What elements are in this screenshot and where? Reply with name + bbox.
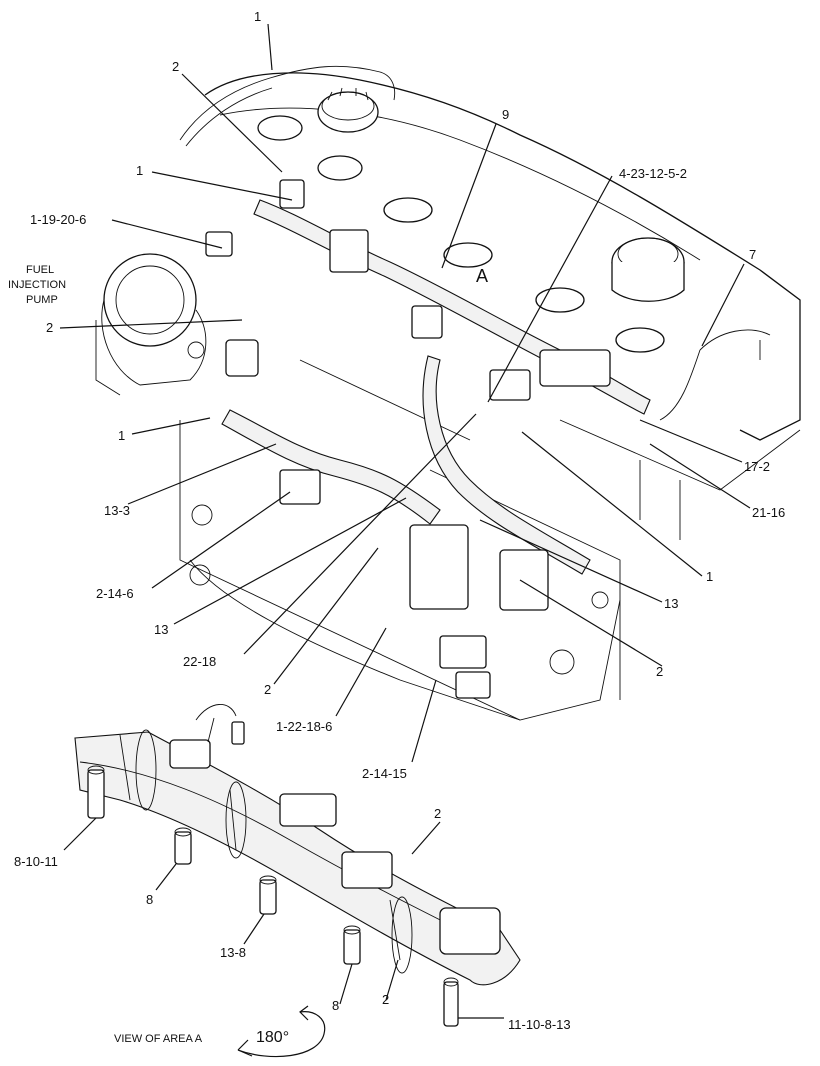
fuel-pump-label-line1: FUEL xyxy=(26,264,54,276)
callout-2-14-15: 2-14-15 xyxy=(362,766,407,781)
fuel-pump-label-line2: INJECTION xyxy=(8,279,66,291)
callout-labels: 1 2 9 1 4-23-12-5-2 1-19-20-6 7 FUEL INJ… xyxy=(8,9,785,1046)
callout-2-right: 2 xyxy=(656,664,663,679)
view-caption: VIEW OF AREA A xyxy=(114,1033,203,1045)
callout-13-8: 13-8 xyxy=(220,945,246,960)
callout-21-16: 21-16 xyxy=(752,505,785,520)
callout-13-3: 13-3 xyxy=(104,503,130,518)
leader-lines xyxy=(59,23,751,1019)
callout-13-left: 13 xyxy=(154,622,168,637)
callout-8-b: 8 xyxy=(332,998,339,1013)
callout-11-10-8-13: 11-10-8-13 xyxy=(508,1017,571,1032)
rotation-label: 180° xyxy=(256,1029,289,1046)
callout-2-left: 2 xyxy=(46,320,53,335)
fuel-pump-label-line3: PUMP xyxy=(26,294,58,306)
callout-1-top: 1 xyxy=(254,9,261,24)
callout-8-10-11: 8-10-11 xyxy=(14,854,58,869)
callout-9: 9 xyxy=(502,107,509,122)
callout-1-19-20-6: 1-19-20-6 xyxy=(30,212,86,227)
callout-7: 7 xyxy=(749,247,756,262)
callout-8-a: 8 xyxy=(146,892,153,907)
callout-22-18: 22-18 xyxy=(183,654,216,669)
callout-13-right: 13 xyxy=(664,596,678,611)
callout-2-bottom: 2 xyxy=(382,992,389,1007)
callout-2-14-6: 2-14-6 xyxy=(96,586,134,601)
callout-1-mid: 1 xyxy=(136,163,143,178)
area-marker: A xyxy=(476,266,488,286)
callout-2-center: 2 xyxy=(264,682,271,697)
engine-block-illustration xyxy=(95,65,801,721)
callout-17-2: 17-2 xyxy=(744,459,770,474)
callout-2-lower: 2 xyxy=(434,806,441,821)
callout-1-left: 1 xyxy=(118,428,125,443)
rotation-arrow-icon xyxy=(237,1005,326,1058)
callout-1-right: 1 xyxy=(706,569,713,584)
callout-2-top: 2 xyxy=(172,59,179,74)
callout-4-23-12-5-2: 4-23-12-5-2 xyxy=(619,166,687,181)
area-a-detail-illustration xyxy=(74,704,521,1027)
callout-1-22-18-6: 1-22-18-6 xyxy=(276,719,332,734)
